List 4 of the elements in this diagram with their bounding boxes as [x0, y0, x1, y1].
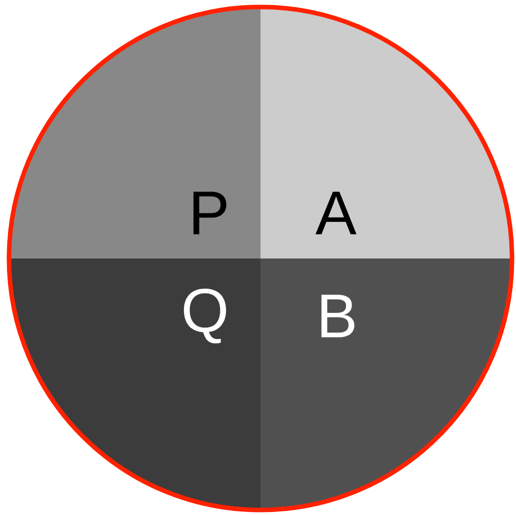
quadrant: B — [260, 258, 512, 510]
quadrant: Q — [9, 258, 260, 510]
quadrant: A — [260, 7, 512, 258]
quadrant: P — [9, 7, 260, 258]
